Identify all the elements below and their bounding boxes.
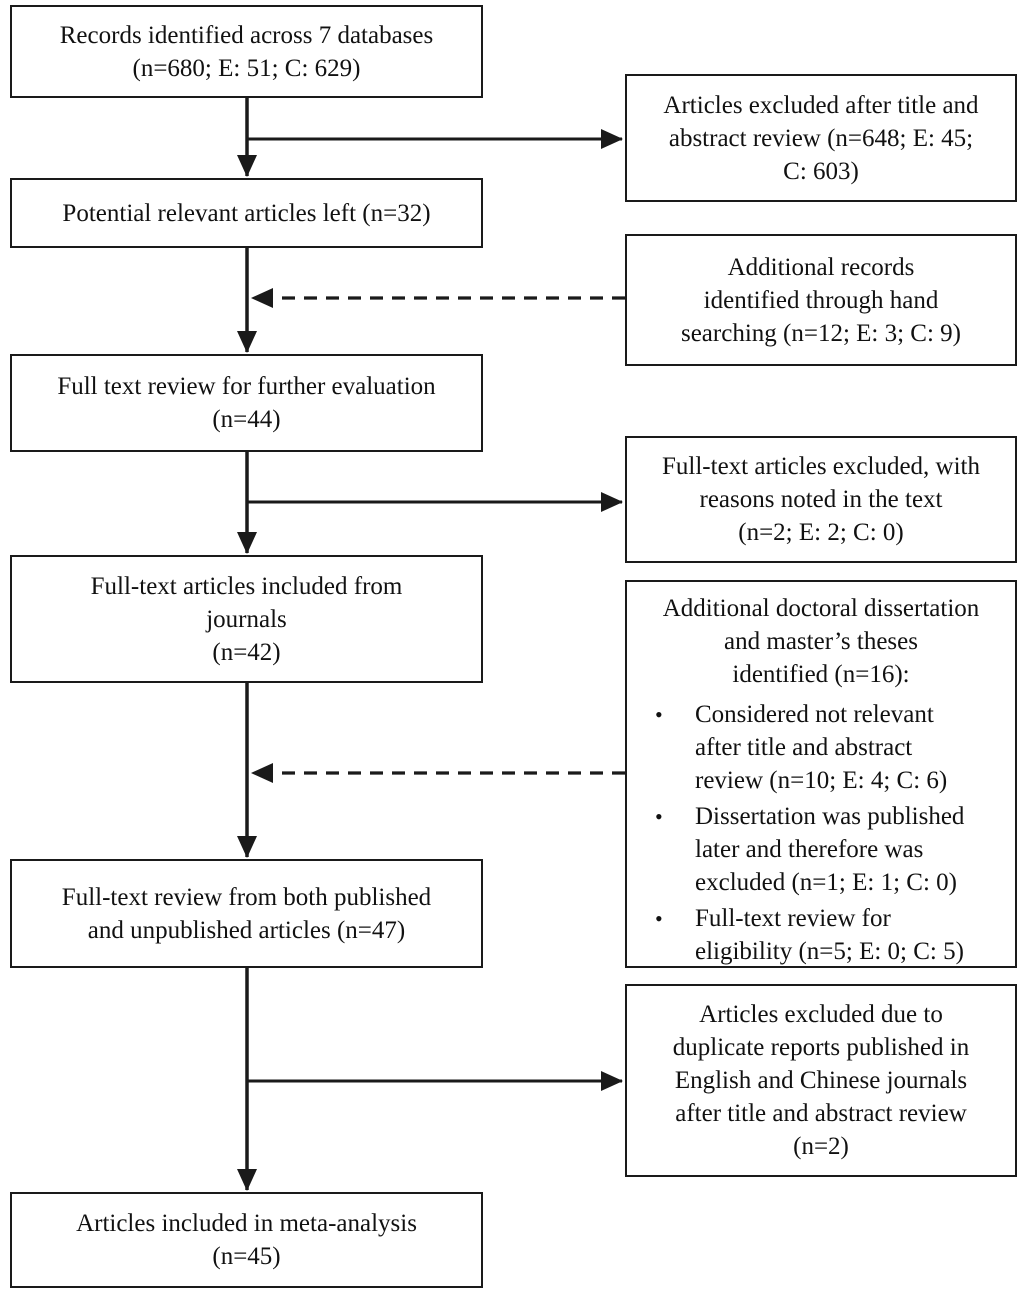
box-duplicate-reports-excluded: Articles excluded due to duplicate repor… [625,984,1017,1177]
bullet-item-not-relevant-text: Considered not relevant after title and … [695,701,948,794]
box-potential-relevant-text: Potential relevant articles left (n=32) [62,199,431,227]
box-included-from-journals-text: Full-text articles included from journal… [90,572,403,666]
box-included-from-journals: Full-text articles included from journal… [10,555,483,683]
box-dissertations-theses-header: Additional doctoral dissertation and mas… [662,595,980,688]
box-records-identified-text: Records identified across 7 databases (n… [59,21,434,82]
bullet-item-published-later-text: Dissertation was published later and the… [695,803,965,896]
box-duplicate-reports-excluded-text: Articles excluded due to duplicate repor… [672,1001,970,1160]
dissertations-bullet-list: • Considered not relevant after title an… [637,695,1005,971]
bullet-icon: • [655,702,663,727]
bullet-item-eligibility: • Full-text review for eligibility (n=5;… [655,902,1005,968]
bullet-icon: • [655,906,663,931]
bullet-icon: • [655,804,663,829]
bullet-item-published-later: • Dissertation was published later and t… [655,800,1005,899]
box-potential-relevant: Potential relevant articles left (n=32) [10,178,483,248]
bullet-item-eligibility-text: Full-text review for eligibility (n=5; E… [695,905,964,965]
box-excluded-title-abstract: Articles excluded after title and abstra… [625,74,1017,202]
box-fulltext-excluded-reasons-text: Full-text articles excluded, with reason… [662,453,980,546]
box-fulltext-excluded-reasons: Full-text articles excluded, with reason… [625,436,1017,563]
box-excluded-title-abstract-text: Articles excluded after title and abstra… [663,91,979,185]
box-review-published-unpublished-text: Full-text review from both published and… [61,883,432,944]
box-dissertations-theses: Additional doctoral dissertation and mas… [625,580,1017,968]
box-hand-searching-text: Additional records identified through ha… [680,253,962,347]
box-included-meta-analysis: Articles included in meta-analysis (n=45… [10,1192,483,1288]
box-full-text-review-evaluation-text: Full text review for further evaluation … [57,373,436,433]
box-full-text-review-evaluation: Full text review for further evaluation … [10,354,483,452]
box-included-meta-analysis-text: Articles included in meta-analysis (n=45… [76,1210,417,1270]
box-hand-searching: Additional records identified through ha… [625,234,1017,366]
bullet-item-not-relevant: • Considered not relevant after title an… [655,698,1005,797]
box-review-published-unpublished: Full-text review from both published and… [10,859,483,968]
box-records-identified: Records identified across 7 databases (n… [10,5,483,98]
